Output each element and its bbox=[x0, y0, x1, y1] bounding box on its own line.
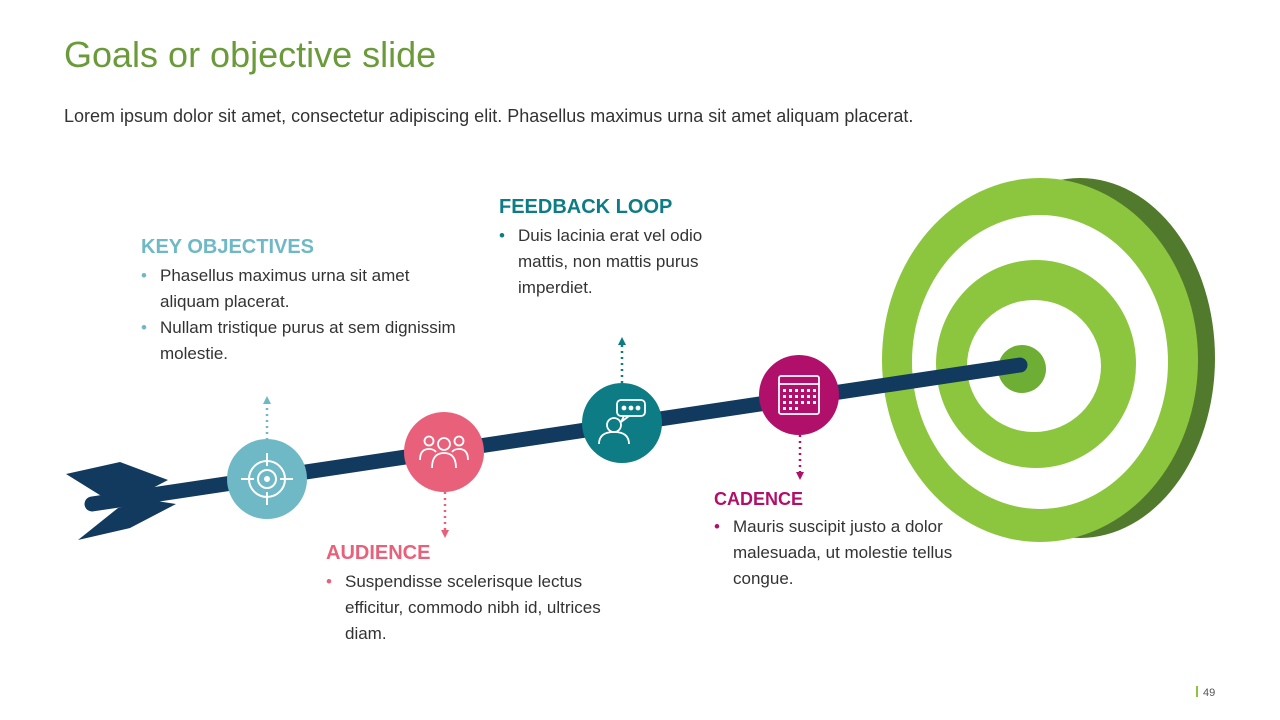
key-objectives-bullets: •Phasellus maximus urna sit amet aliquam… bbox=[141, 263, 461, 367]
list-item: •Phasellus maximus urna sit amet aliquam… bbox=[141, 266, 410, 311]
list-item: •Mauris suscipit justo a dolor malesuada… bbox=[714, 517, 953, 588]
cadence-bullets: •Mauris suscipit justo a dolor malesuada… bbox=[714, 514, 954, 592]
calendar-icon bbox=[778, 375, 820, 415]
list-item: •Suspendisse scelerisque lectus efficitu… bbox=[326, 572, 601, 643]
key-objectives-block: KEY OBJECTIVES •Phasellus maximus urna s… bbox=[141, 236, 461, 367]
slide-title: Goals or objective slide bbox=[64, 34, 437, 75]
audience-block: AUDIENCE •Suspendisse scelerisque lectus… bbox=[326, 542, 626, 647]
page-number: 49 bbox=[1196, 686, 1215, 699]
feedback-loop-heading: FEEDBACK LOOP bbox=[499, 196, 673, 218]
cadence-block: CADENCE •Mauris suscipit justo a dolor m… bbox=[714, 489, 954, 592]
bullseye-target-icon bbox=[882, 178, 1215, 542]
cadence-circle bbox=[759, 355, 839, 435]
arrow-fletching-icon bbox=[66, 462, 176, 540]
list-item: •Duis lacinia erat vel odio mattis, non … bbox=[499, 226, 703, 297]
crosshair-icon bbox=[241, 453, 293, 505]
feedback-loop-circle bbox=[582, 383, 662, 463]
feedback-loop-block: FEEDBACK LOOP •Duis lacinia erat vel odi… bbox=[499, 196, 749, 301]
audience-circle bbox=[404, 412, 484, 492]
feedback-loop-bullets: •Duis lacinia erat vel odio mattis, non … bbox=[499, 223, 749, 301]
cadence-heading: CADENCE bbox=[714, 489, 804, 509]
person-speech-bubble-icon bbox=[598, 399, 646, 445]
people-group-icon bbox=[419, 435, 469, 469]
slide-subtitle: Lorem ipsum dolor sit amet, consectetur … bbox=[64, 106, 914, 126]
audience-heading: AUDIENCE bbox=[326, 542, 431, 564]
key-objectives-heading: KEY OBJECTIVES bbox=[141, 236, 315, 258]
list-item: •Nullam tristique purus at sem dignissim… bbox=[141, 318, 456, 363]
audience-bullets: •Suspendisse scelerisque lectus efficitu… bbox=[326, 569, 626, 647]
